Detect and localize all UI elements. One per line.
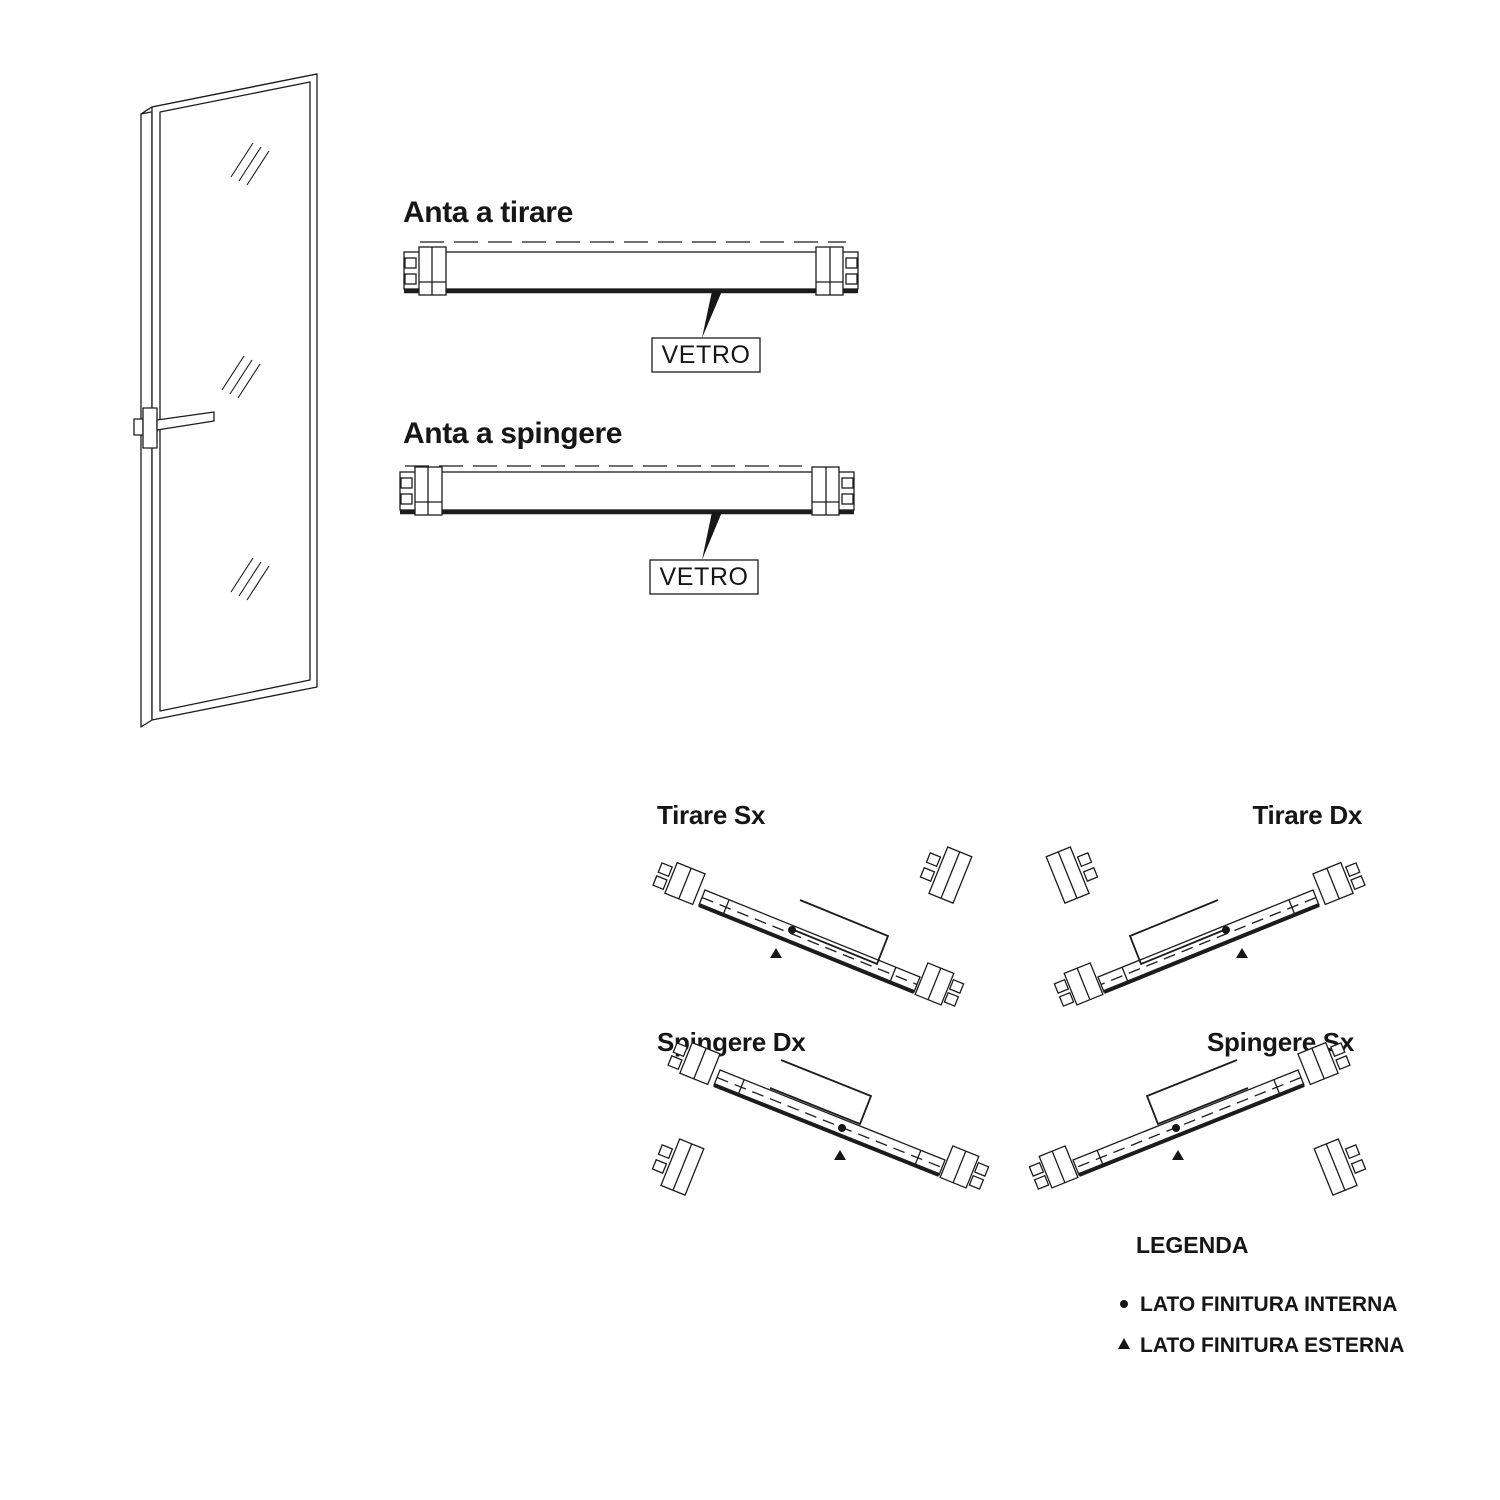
vetro-callout-label: VETRO [661,341,750,369]
vetro-callout-box [649,559,759,595]
callout-leader [702,512,722,560]
swing-configurations: Tirare Sx Tirare Dx Spingere Dx Spingere… [648,800,1370,1195]
triangle-icon [1118,1338,1130,1349]
glass-door-illustration [133,73,318,728]
dot-icon [1120,1300,1128,1308]
swing-diagram-spingere-sx [1027,1037,1370,1195]
swing-diagram-tirare-sx [652,842,972,1010]
legend-item-esterna: LATO FINITURA ESTERNA [1140,1334,1404,1357]
legend: LEGENDA LATO FINITURA INTERNA LATO FINIT… [1118,1232,1404,1357]
vetro-callout-label: VETRO [659,563,748,591]
legend-item-interna: LATO FINITURA INTERNA [1140,1293,1397,1316]
callout-leader [702,291,722,338]
door-slab-section [399,471,855,511]
swing-diagram-tirare-dx [1046,842,1366,1010]
legend-title: LEGENDA [1136,1232,1248,1258]
swing-diagram-spingere-dx [648,1037,991,1195]
label-spingere-sx: Spingere Sx [1207,1027,1355,1057]
vetro-callout-box [651,337,761,373]
label-tirare-dx: Tirare Dx [1252,800,1362,830]
section-anta-spingere: Anta a spingere VETRO [399,417,855,595]
section-title-spingere: Anta a spingere [403,417,622,450]
door-handle [133,407,215,449]
section-title-tirare: Anta a tirare [403,196,573,229]
glass-panel-outline [159,81,311,712]
glass-reflection-hatch [221,142,270,601]
label-tirare-sx: Tirare Sx [657,800,766,830]
door-front-face [151,73,318,721]
section-anta-tirare: Anta a tirare VETRO [403,196,859,373]
door-slab-section [403,251,859,290]
